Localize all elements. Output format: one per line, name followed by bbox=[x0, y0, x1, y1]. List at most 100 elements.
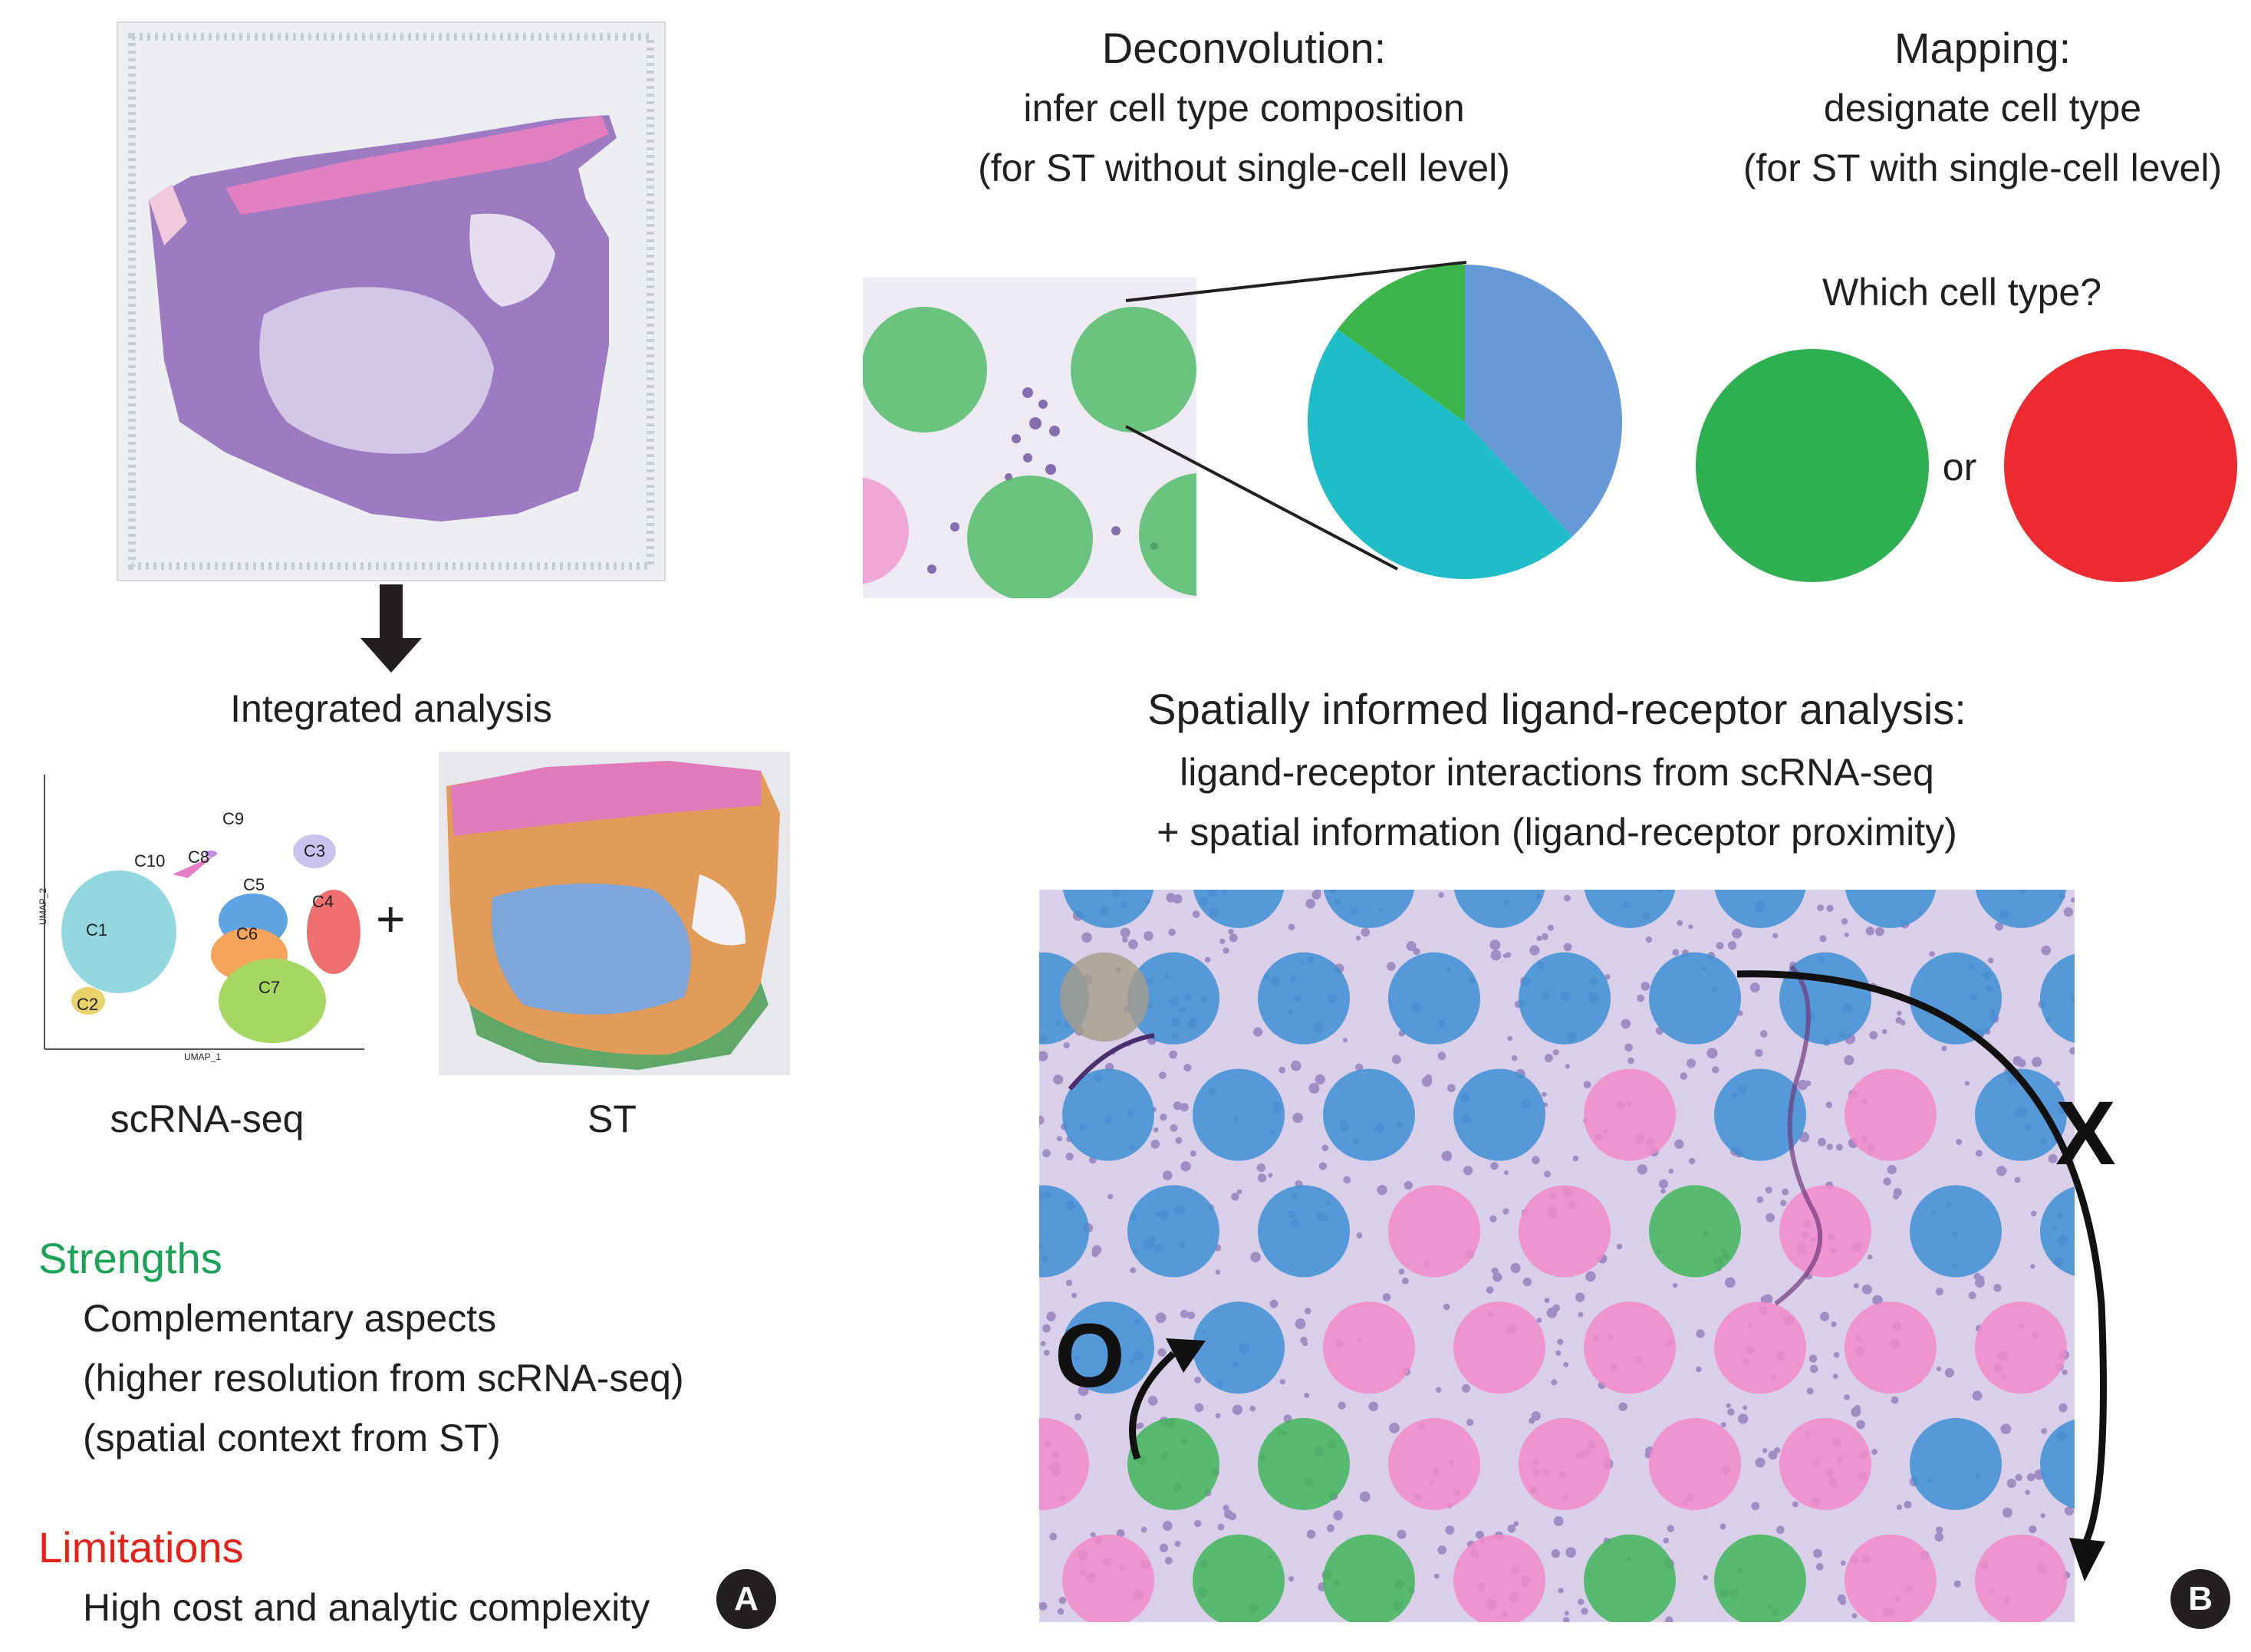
red-cell-type-circle bbox=[2004, 349, 2237, 582]
umap-x-axis-label: UMAP_1 bbox=[184, 1051, 222, 1062]
pie-slice bbox=[1338, 265, 1465, 422]
limitations-line: High cost and analytic complexity bbox=[83, 1586, 650, 1629]
st-spot bbox=[1193, 1302, 1285, 1394]
st-spot bbox=[2040, 953, 2075, 1043]
cluster-label: C4 bbox=[312, 892, 334, 911]
limitations-heading: Limitations bbox=[38, 1523, 244, 1571]
deconvolution-tissue-crop bbox=[863, 278, 1196, 598]
st-spot bbox=[1127, 1417, 1219, 1510]
deconvolution-title: Deconvolution: bbox=[1101, 24, 1387, 72]
st-spot bbox=[1323, 1068, 1415, 1161]
green-cell-type-circle bbox=[1696, 349, 1929, 582]
mapping-title: Mapping: bbox=[1894, 24, 2072, 72]
ligand-receptor-line1: ligand-receptor interactions from scRNA-… bbox=[1180, 751, 1934, 794]
ligand-receptor-line2: + spatial information (ligand-receptor p… bbox=[1157, 811, 1957, 854]
integrated-analysis-label: Integrated analysis bbox=[230, 687, 552, 730]
st-spatial-image bbox=[439, 752, 790, 1075]
st-spot bbox=[1388, 952, 1480, 1045]
st-spot bbox=[2040, 1186, 2075, 1276]
st-spot bbox=[2040, 1419, 2075, 1509]
st-spot bbox=[1649, 1185, 1741, 1278]
st-spot bbox=[1845, 1068, 1937, 1161]
down-arrow-icon bbox=[360, 584, 422, 673]
st-spot bbox=[1388, 1417, 1480, 1510]
cluster-label: C3 bbox=[304, 841, 326, 861]
st-spot bbox=[1453, 890, 1545, 928]
cluster-label: C10 bbox=[134, 851, 166, 870]
deconvolution-line2: (for ST without single-cell level) bbox=[978, 146, 1510, 189]
st-spot bbox=[1779, 1417, 1871, 1510]
cluster-label: C5 bbox=[243, 875, 265, 894]
far-arrowhead-icon bbox=[2069, 1538, 2105, 1581]
st-spot bbox=[1193, 890, 1285, 928]
st-spot bbox=[1519, 952, 1611, 1045]
st-spot bbox=[1845, 1534, 1937, 1622]
st-spot bbox=[1649, 952, 1741, 1045]
st-spot bbox=[1975, 1068, 2067, 1161]
pie-slice bbox=[1308, 329, 1573, 579]
st-spot bbox=[1258, 1417, 1350, 1510]
strengths-heading: Strengths bbox=[38, 1234, 222, 1282]
st-spot bbox=[1975, 1302, 2067, 1394]
panel-b-badge: B bbox=[2170, 1569, 2230, 1629]
strengths-line: Complementary aspects bbox=[83, 1297, 497, 1340]
st-spot bbox=[1323, 1302, 1415, 1394]
far-interaction-mark: X bbox=[2055, 1083, 2116, 1184]
st-spot bbox=[1975, 890, 2067, 928]
st-spot bbox=[1584, 1534, 1676, 1622]
cluster-label: C6 bbox=[236, 924, 258, 943]
st-spot bbox=[1649, 1417, 1741, 1510]
st-spot bbox=[1584, 890, 1676, 928]
st-spot bbox=[1258, 952, 1350, 1045]
he-slide-image bbox=[117, 21, 666, 581]
st-spot bbox=[1323, 890, 1415, 928]
mapping-line1: designate cell type bbox=[1823, 87, 2142, 130]
ligand-receptor-spot-grid bbox=[1039, 890, 2075, 1622]
st-spot bbox=[1519, 1417, 1611, 1510]
st-spot bbox=[1714, 1068, 1806, 1161]
st-spot bbox=[1910, 1417, 2002, 1510]
st-spot bbox=[1453, 1068, 1545, 1161]
st-spot bbox=[1062, 890, 1154, 928]
strengths-line: (higher resolution from scRNA-seq) bbox=[83, 1357, 684, 1400]
scrna-seq-label: scRNA-seq bbox=[110, 1097, 304, 1140]
st-spot bbox=[1258, 1185, 1350, 1278]
st-spot bbox=[1062, 1534, 1154, 1622]
st-spot bbox=[1714, 890, 1806, 928]
near-arrowhead-icon bbox=[1166, 1338, 1206, 1373]
st-spot bbox=[1039, 1185, 1089, 1278]
st-spot bbox=[1845, 890, 1937, 928]
st-spot bbox=[1062, 1302, 1154, 1394]
cluster-label: C7 bbox=[258, 978, 281, 997]
pie-slice bbox=[1465, 265, 1622, 537]
st-spot bbox=[1039, 1417, 1089, 1510]
mapping-line2: (for ST with single-cell level) bbox=[1743, 146, 2223, 189]
st-spot bbox=[1453, 1534, 1545, 1622]
umap-plot: UMAP_2 UMAP_1 C1 C2 C3 C4 C5 C6 C7 C8 C9… bbox=[31, 771, 368, 1062]
st-spot bbox=[1845, 1302, 1937, 1394]
st-spot bbox=[1714, 1302, 1806, 1394]
st-label: ST bbox=[587, 1097, 637, 1140]
or-label: or bbox=[1942, 446, 1977, 489]
grey-spot bbox=[1060, 953, 1149, 1042]
st-spot bbox=[1127, 1185, 1219, 1278]
st-spot bbox=[1975, 1534, 2067, 1622]
st-spot bbox=[1519, 1185, 1611, 1278]
tissue-section bbox=[128, 33, 654, 570]
st-spot bbox=[1323, 1534, 1415, 1622]
st-spot bbox=[1193, 1068, 1285, 1161]
st-spot bbox=[1127, 952, 1219, 1045]
cluster-label: C1 bbox=[86, 920, 108, 940]
st-spot bbox=[1453, 1302, 1545, 1394]
cell-composition-pie bbox=[1308, 265, 1622, 579]
st-spot bbox=[1714, 1534, 1806, 1622]
strengths-line: (spatial context from ST) bbox=[83, 1417, 501, 1459]
cluster-label: C8 bbox=[188, 847, 210, 867]
cluster-label: C2 bbox=[77, 995, 99, 1014]
st-spot bbox=[1062, 1068, 1154, 1161]
st-spot bbox=[1584, 1302, 1676, 1394]
plus-sign: + bbox=[376, 890, 406, 947]
st-spot bbox=[1388, 1185, 1480, 1278]
